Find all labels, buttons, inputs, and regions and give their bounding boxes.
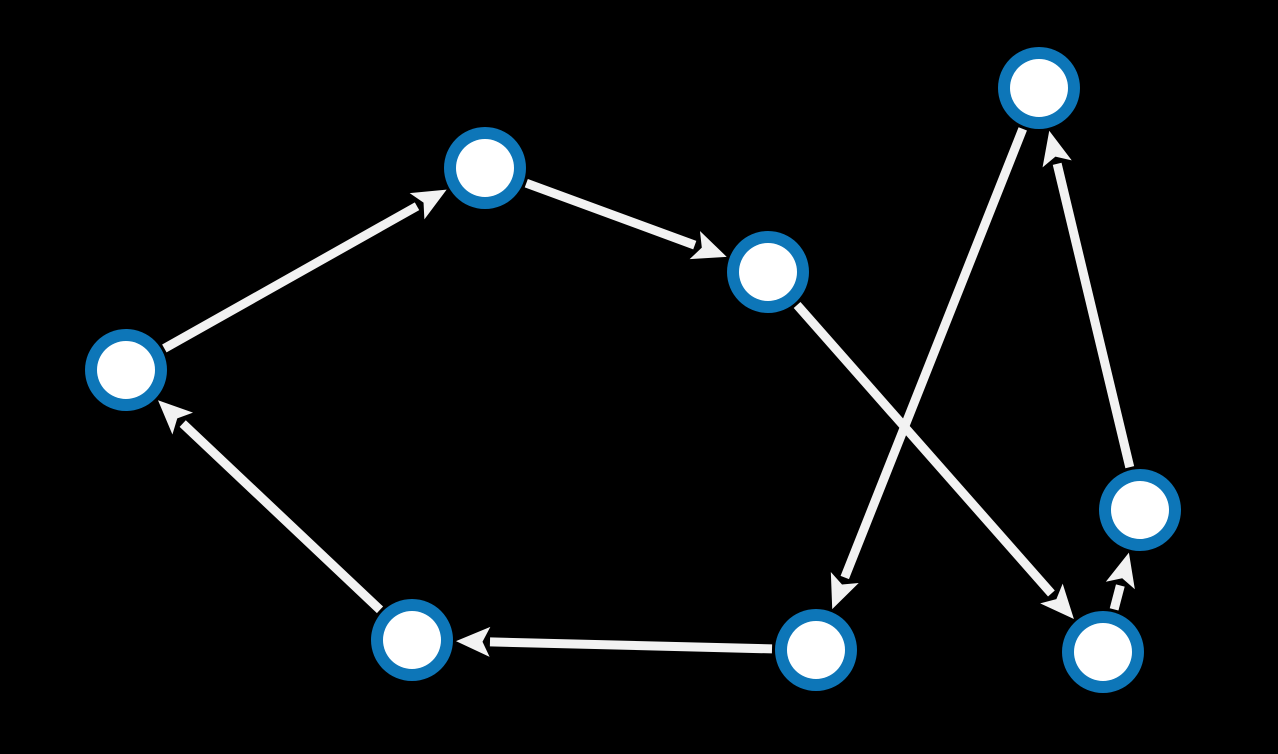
graph-edge[interactable] xyxy=(179,420,384,614)
graph-edge[interactable] xyxy=(524,178,697,250)
edge-arrowhead-icon xyxy=(409,189,447,220)
edge-arrowhead-icon xyxy=(1042,130,1072,168)
node-core xyxy=(97,341,155,399)
edge-arrowhead-icon xyxy=(157,400,194,435)
node-core xyxy=(739,243,797,301)
node-core xyxy=(787,621,845,679)
graph-node[interactable] xyxy=(1099,469,1181,551)
graph-edge[interactable] xyxy=(489,637,773,654)
node-core xyxy=(456,139,514,197)
edge-arrowhead-icon xyxy=(1040,583,1074,619)
graph-node[interactable] xyxy=(85,329,167,411)
graph-edge[interactable] xyxy=(840,127,1027,580)
node-core xyxy=(1111,481,1169,539)
graph-edge[interactable] xyxy=(1109,584,1125,611)
node-layer xyxy=(85,47,1181,693)
graph-edge[interactable] xyxy=(162,202,420,353)
graph-node[interactable] xyxy=(998,47,1080,129)
graph-node[interactable] xyxy=(727,231,809,313)
edge-arrowhead-icon xyxy=(455,626,491,657)
node-core xyxy=(1010,59,1068,117)
graph-node[interactable] xyxy=(775,609,857,691)
graph-node[interactable] xyxy=(1062,611,1144,693)
node-core xyxy=(1074,623,1132,681)
graph-edge[interactable] xyxy=(793,302,1055,597)
edge-arrowhead-icon xyxy=(689,231,727,260)
node-core xyxy=(383,611,441,669)
graph-edge[interactable] xyxy=(1052,162,1135,469)
edge-layer xyxy=(157,127,1135,657)
edge-arrowhead-icon xyxy=(830,571,859,610)
graph-node[interactable] xyxy=(444,127,526,209)
graph-node[interactable] xyxy=(371,599,453,681)
edge-arrowhead-icon xyxy=(1105,552,1135,590)
